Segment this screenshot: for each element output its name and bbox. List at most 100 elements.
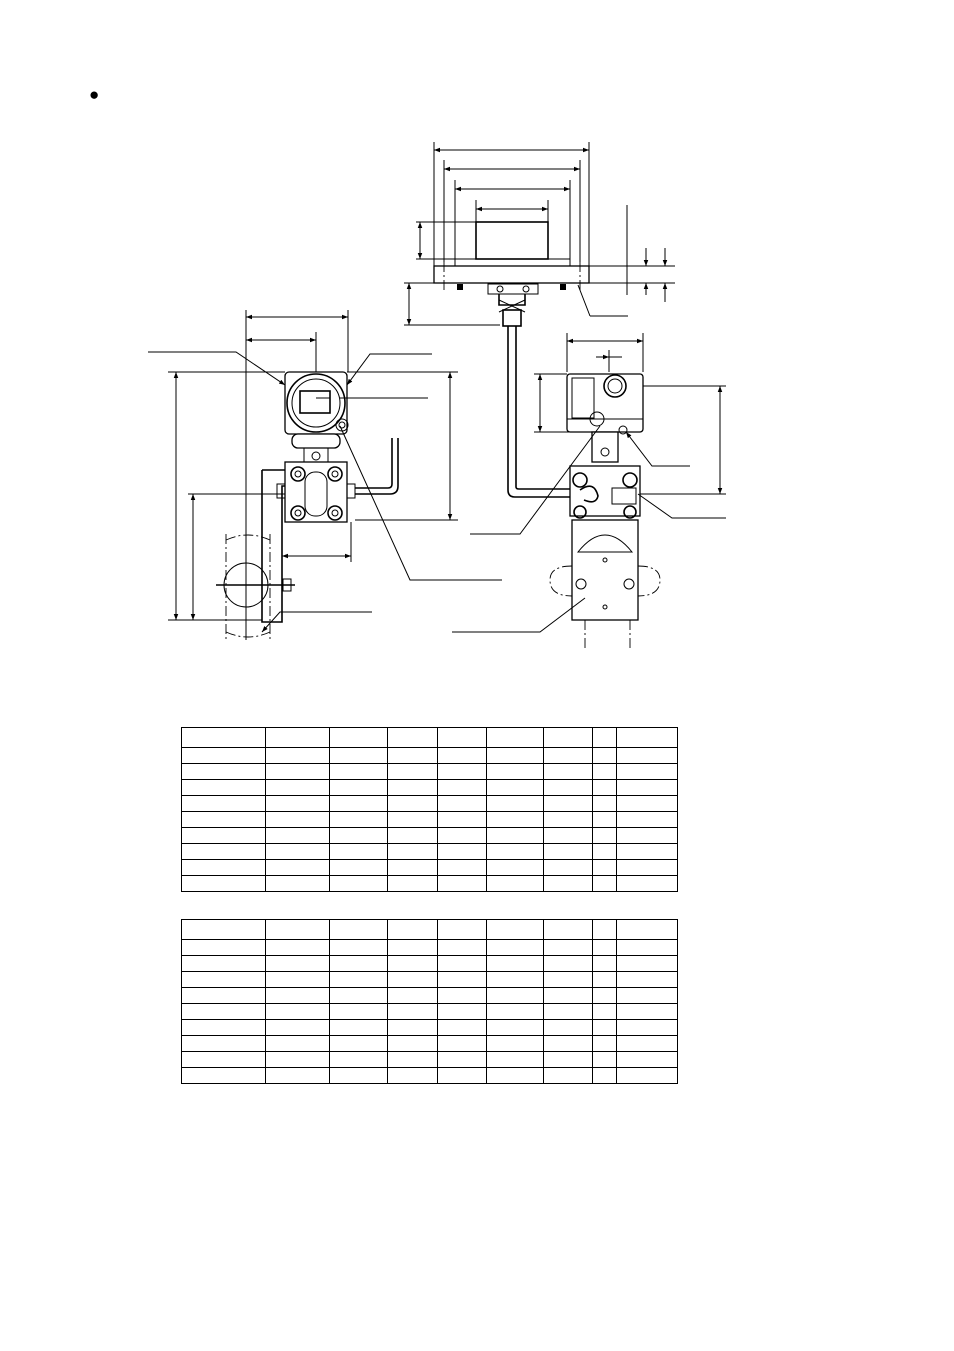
table-cell [264, 1019, 330, 1036]
table-cell [486, 1067, 545, 1084]
table-row [181, 971, 678, 988]
table-cell [264, 971, 330, 988]
table-row [181, 747, 678, 764]
table-cell [386, 971, 439, 988]
table-cell [264, 859, 330, 876]
table-cell [328, 811, 388, 828]
table-cell [328, 1051, 388, 1068]
table-cell [486, 811, 545, 828]
table-cell [181, 955, 266, 972]
table-cell [543, 747, 594, 764]
table-cell [486, 763, 545, 780]
table-cell [386, 875, 439, 892]
table-cell [437, 779, 488, 796]
table-cell [181, 859, 266, 876]
table-cell [543, 987, 594, 1004]
table-cell [386, 1051, 439, 1068]
dimension-table-2 [181, 919, 678, 1084]
table-cell [437, 971, 488, 988]
table-cell [264, 843, 330, 860]
table-cell [328, 1035, 388, 1052]
table-cell [437, 1019, 488, 1036]
table-cell [328, 747, 388, 764]
table-cell [264, 1051, 330, 1068]
table-cell [592, 1051, 618, 1068]
table-cell [592, 919, 618, 940]
table-cell [328, 727, 388, 748]
table-cell [386, 1003, 439, 1020]
table-cell [486, 727, 545, 748]
table-cell [386, 955, 439, 972]
table-cell [328, 1019, 388, 1036]
table-cell [386, 987, 439, 1004]
table-cell [437, 795, 488, 812]
table-cell [543, 811, 594, 828]
table-cell [616, 987, 678, 1004]
table-cell [437, 747, 488, 764]
table-row [181, 859, 678, 876]
table-row [181, 795, 678, 812]
table-cell [386, 843, 439, 860]
table-cell [592, 955, 618, 972]
table-cell [328, 779, 388, 796]
table-cell [264, 939, 330, 956]
table-row [181, 939, 678, 956]
table-cell [543, 727, 594, 748]
table-cell [486, 779, 545, 796]
table-cell [181, 827, 266, 844]
table-cell [386, 1035, 439, 1052]
table-cell [181, 875, 266, 892]
table-cell [616, 843, 678, 860]
table-cell [543, 955, 594, 972]
table-cell [386, 859, 439, 876]
table-cell [543, 1067, 594, 1084]
table-cell [328, 971, 388, 988]
table-row [181, 763, 678, 780]
table-cell [437, 1003, 488, 1020]
table-cell [264, 987, 330, 1004]
table-cell [264, 1067, 330, 1084]
table-cell [328, 827, 388, 844]
table-cell [264, 955, 330, 972]
table-cell [592, 939, 618, 956]
table-cell [543, 1051, 594, 1068]
table-cell [264, 827, 330, 844]
table-cell [386, 1067, 439, 1084]
table-cell [386, 919, 439, 940]
table-cell [592, 1019, 618, 1036]
table-cell [486, 875, 545, 892]
table-cell [543, 843, 594, 860]
table-cell [592, 747, 618, 764]
table-cell [616, 727, 678, 748]
table-cell [181, 1067, 266, 1084]
table-row [181, 1003, 678, 1020]
table-cell [264, 875, 330, 892]
table-cell [616, 811, 678, 828]
table-cell [592, 811, 618, 828]
table-cell [264, 795, 330, 812]
table-cell [437, 939, 488, 956]
table-cell [181, 939, 266, 956]
table-cell [592, 827, 618, 844]
table-cell [264, 1035, 330, 1052]
table-cell [181, 1035, 266, 1052]
table-cell [181, 1051, 266, 1068]
table-cell [486, 1035, 545, 1052]
table-cell [543, 827, 594, 844]
table-cell [616, 779, 678, 796]
table-cell [328, 795, 388, 812]
table-cell [592, 1067, 618, 1084]
table-row [181, 1051, 678, 1068]
table-cell [181, 1019, 266, 1036]
table-cell [616, 875, 678, 892]
table-cell [264, 811, 330, 828]
table-row [181, 1067, 678, 1084]
table-cell [264, 779, 330, 796]
table-cell [328, 939, 388, 956]
table-cell [616, 827, 678, 844]
table-cell [592, 875, 618, 892]
table-cell [543, 919, 594, 940]
table-cell [386, 811, 439, 828]
section-bullet: ● [89, 85, 100, 104]
table-row [181, 727, 678, 748]
